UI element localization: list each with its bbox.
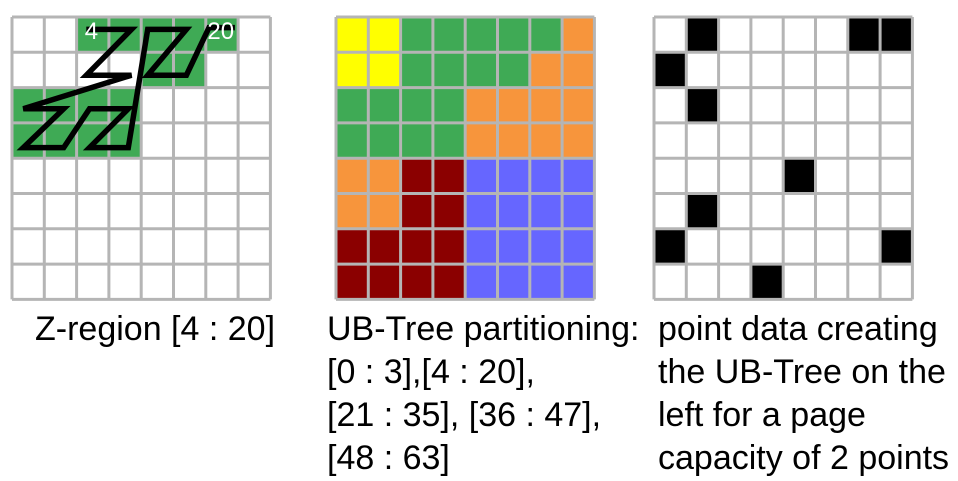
partition-cell	[529, 17, 563, 53]
data-point	[686, 17, 719, 53]
point-data-grid	[652, 15, 914, 301]
caption-line: UB-Tree partitioning:	[327, 310, 640, 348]
partition-cell	[368, 52, 401, 88]
partition-cell	[368, 264, 401, 300]
partition-cell	[368, 158, 401, 194]
partition-cell	[465, 158, 498, 194]
partition-cell	[432, 87, 466, 123]
partition-cell	[368, 17, 401, 53]
partition-cell	[562, 87, 595, 123]
partition-cell	[529, 193, 563, 229]
z-region-caption: Z-region [4 : 20]	[35, 310, 276, 348]
partition-cell	[400, 52, 433, 88]
partition-cell	[336, 264, 369, 300]
partition-cell	[336, 228, 369, 265]
partition-cell	[400, 122, 433, 159]
region-cell	[76, 17, 109, 53]
caption-line: [48 : 63]	[327, 439, 450, 477]
data-point	[654, 228, 687, 265]
caption-line: point data creating	[658, 310, 938, 348]
partition-cell	[529, 158, 563, 194]
partition-cell	[336, 52, 369, 88]
partition-cell	[562, 264, 595, 300]
partition-cell	[465, 87, 498, 123]
partition-cell	[562, 228, 595, 265]
partition-cell	[432, 193, 466, 229]
partition-cell	[400, 264, 433, 300]
partition-cell	[497, 158, 530, 194]
partition-cell	[497, 228, 530, 265]
partition-cell	[432, 228, 466, 265]
data-point	[847, 17, 881, 53]
data-point	[880, 17, 913, 53]
partition-cell	[368, 193, 401, 229]
region-cell	[44, 122, 77, 159]
data-point	[654, 52, 687, 88]
partition-cell	[400, 158, 433, 194]
partition-cell	[465, 228, 498, 265]
partition-cell	[465, 52, 498, 88]
data-point	[880, 228, 913, 265]
partition-cell	[529, 122, 563, 159]
caption-line: the UB-Tree on the	[658, 353, 946, 391]
data-point	[783, 158, 816, 194]
partition-cell	[368, 87, 401, 123]
partition-cell	[336, 122, 369, 159]
data-point	[750, 264, 784, 300]
partition-cell	[336, 193, 369, 229]
region-cell	[141, 52, 174, 88]
partition-cell	[465, 122, 498, 159]
partition-cell	[465, 17, 498, 53]
partition-cell	[465, 264, 498, 300]
partition-cell	[562, 193, 595, 229]
partition-cell	[497, 87, 530, 123]
partition-cell	[497, 122, 530, 159]
partition-cell	[432, 17, 466, 53]
partition-cell	[497, 17, 530, 53]
z-end-label: 20	[207, 18, 234, 45]
caption-line: capacity of 2 points	[658, 439, 950, 477]
partition-cell	[400, 17, 433, 53]
partition-cell	[562, 52, 595, 88]
z-region-grid: 4 20	[10, 15, 272, 301]
partition-cell	[562, 158, 595, 194]
partition-cell	[368, 228, 401, 265]
ub-tree-partition-grid	[334, 15, 596, 301]
partition-cell	[562, 122, 595, 159]
partition-cell	[400, 228, 433, 265]
partition-cell	[529, 52, 563, 88]
caption-line: [0 : 3],[4 : 20],	[327, 353, 535, 391]
partition-cell	[432, 158, 466, 194]
data-point	[686, 193, 719, 229]
partition-cell	[562, 17, 595, 53]
ub-tree-partition-caption: UB-Tree partitioning: [0 : 3],[4 : 20], …	[327, 308, 639, 480]
partition-cell	[529, 264, 563, 300]
region-cell	[108, 122, 142, 159]
partition-cell	[336, 158, 369, 194]
partition-cell	[529, 87, 563, 123]
partition-cell	[400, 193, 433, 229]
region-cell	[205, 17, 239, 53]
partition-cell	[400, 87, 433, 123]
partition-cell	[336, 17, 369, 53]
caption-line: [21 : 35], [36 : 47],	[327, 396, 602, 434]
z-region-panel: 4 20	[10, 15, 272, 302]
point-data-panel	[652, 15, 914, 302]
z-start-label: 4	[85, 18, 98, 45]
partition-cell	[432, 264, 466, 300]
partition-cell	[497, 193, 530, 229]
partition-cell	[529, 228, 563, 265]
partition-cell	[368, 122, 401, 159]
partition-cell	[497, 52, 530, 88]
partition-cell	[497, 264, 530, 300]
partition-cell	[465, 193, 498, 229]
data-point	[686, 87, 719, 123]
partition-cell	[432, 52, 466, 88]
partition-cell	[432, 122, 466, 159]
ub-tree-partition-panel	[334, 15, 596, 302]
partition-cell	[336, 87, 369, 123]
caption-line: left for a page	[658, 396, 866, 434]
point-data-caption: point data creating the UB-Tree on the l…	[658, 308, 949, 480]
z-curve-path	[16, 24, 235, 151]
